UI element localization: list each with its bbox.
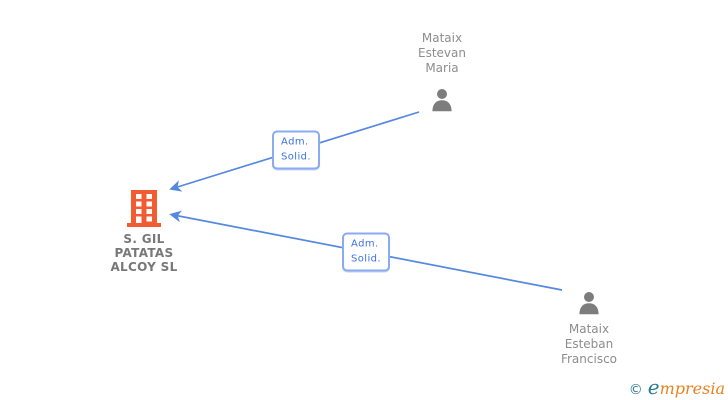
edge-label-line: Solid. bbox=[281, 151, 311, 163]
company-name-line: PATATAS bbox=[114, 246, 174, 260]
company-name-line: S. GIL bbox=[123, 232, 165, 246]
person-name-line: Mataix bbox=[421, 31, 463, 45]
company-name: S. GIL PATATAS ALCOY SL bbox=[110, 232, 177, 274]
logo-initial: e bbox=[647, 375, 660, 399]
empresia-logo-text: empresia bbox=[647, 375, 725, 399]
company-name-line: ALCOY SL bbox=[110, 260, 178, 274]
node-person-mataix-esteban-francisco[interactable]: Mataix Esteban Francisco bbox=[529, 290, 649, 367]
person-name-line: Maria bbox=[425, 61, 459, 75]
edge-label-adm-solid-top[interactable]: Adm. Solid. bbox=[272, 130, 320, 170]
copyright-icon: © bbox=[628, 382, 643, 398]
person-name-line: Mataix bbox=[568, 322, 610, 336]
edge-label-adm-solid-bottom[interactable]: Adm. Solid. bbox=[342, 232, 390, 272]
person-name: Mataix Estevan Maria bbox=[418, 31, 466, 76]
building-icon bbox=[127, 190, 161, 228]
edge-label-line: Adm. bbox=[281, 136, 309, 148]
logo-rest: mpresia bbox=[659, 379, 725, 398]
node-person-mataix-estevan-maria[interactable]: Mataix Estevan Maria bbox=[382, 31, 502, 115]
person-icon bbox=[428, 87, 456, 115]
person-name: Mataix Esteban Francisco bbox=[561, 322, 617, 367]
edge-label-line: Adm. bbox=[351, 238, 379, 250]
edge-label-line: Solid. bbox=[351, 253, 381, 265]
person-name-line: Esteban bbox=[564, 337, 614, 351]
node-company-s-gil-patatas-alcoy-sl[interactable]: S. GIL PATATAS ALCOY SL bbox=[84, 190, 204, 274]
empresia-watermark: © empresia bbox=[628, 375, 725, 399]
person-name-line: Francisco bbox=[560, 352, 618, 366]
person-icon bbox=[575, 290, 603, 318]
person-name-line: Estevan bbox=[418, 46, 466, 60]
